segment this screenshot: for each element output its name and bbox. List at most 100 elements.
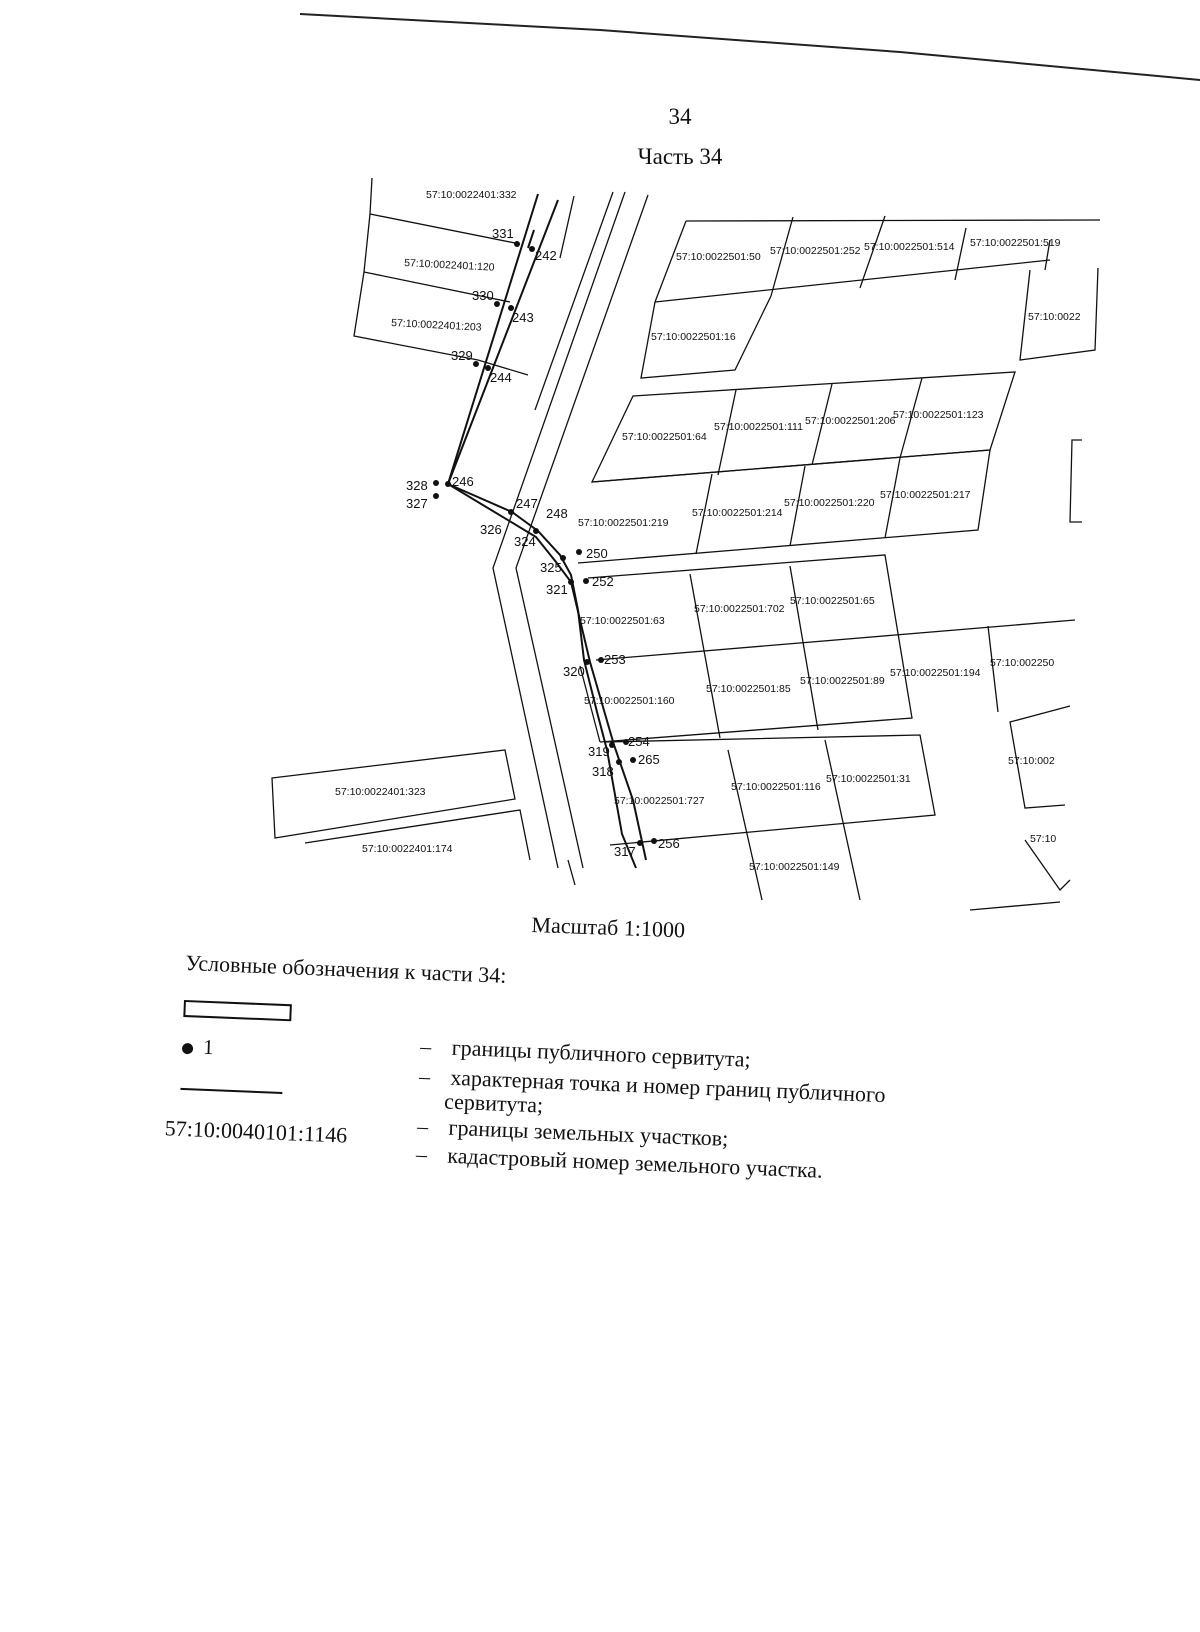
parcel-boundary [587,554,913,743]
parcel-boundary [884,457,901,539]
cadastral-label: 57:10:0022501:252 [770,245,861,257]
cadastral-number-labels: 57:10:0022401:332 57:10:0022401:120 57:1… [335,189,1081,873]
point-number-labels: 331 242 330 243 329 244 328 327 246 326 … [406,226,680,859]
cadastral-label: 57:10:0022501:217 [880,489,971,501]
cadastral-label: 57:10 [1030,833,1056,845]
parcel-boundary [595,619,1076,661]
parcel-boundary [899,377,923,459]
cadastral-label: 57:10:0022401:174 [362,843,453,855]
parcel-boundary [577,449,991,564]
boundary-point-marker [485,365,491,371]
parcel-boundary [271,749,516,839]
point-label: 318 [592,764,614,779]
parcel-boundary [1019,267,1099,361]
parcel-boundary [770,216,794,297]
parcel-boundaries [271,177,1101,911]
point-label: 320 [563,664,585,679]
boundary-point-marker [508,509,514,515]
point-label: 244 [490,370,512,385]
point-label: 246 [452,474,474,489]
cadastral-label: 57:10:002 [1008,755,1055,767]
road-edge [567,859,576,886]
boundary-point-marker [445,481,451,487]
parcel-boundary [640,295,772,379]
cadastral-label: 57:10:0022501:727 [614,795,705,807]
cadastral-label: 57:10:0022501:214 [692,507,783,519]
boundary-point-marker [637,840,643,846]
cadastral-label: 57:10:0022501:149 [749,861,840,873]
cadastral-label: 57:10:0022501:519 [970,237,1061,249]
cadastral-label: 57:10:0022501:514 [864,241,955,253]
cadastral-label: 57:10:0022401:323 [335,786,426,798]
cadastral-label: 57:10:0022401:203 [391,317,482,334]
cadastral-label: 57:10:0022501:63 [580,615,665,627]
point-label: 329 [451,348,473,363]
parcel-boundary [685,219,1101,222]
legend-item-continuation: сервитута; [444,1088,544,1118]
legend-dash: – [418,1063,431,1089]
parcel-boundary [824,739,861,901]
parcel-boundary [987,625,999,713]
point-label: 243 [512,310,534,325]
cadastral-label: 57:10:0022501:111 [714,421,803,433]
point-label: 317 [614,844,636,859]
point-label: 250 [586,546,608,561]
cadastral-label: 57:10:0022501:123 [893,409,984,421]
cadastral-label: 57:10:0022501:31 [826,773,911,785]
servitude-boundary-line [527,229,535,249]
parcel-boundary-symbol [180,1087,283,1094]
boundary-point-marker [508,305,514,311]
parcel-boundary [789,565,819,731]
cadastral-label: 57:10:0022401:332 [426,189,517,201]
parcel-boundary [717,389,737,476]
parcel-boundary [789,465,806,547]
boundary-point-marker [529,246,535,252]
parcel-boundary [603,734,936,846]
boundary-point-marker [533,528,539,534]
servitude-boundary-symbol [183,999,292,1022]
cadastral-label: 57:10:0022501:206 [805,415,896,427]
parcel-boundary [1044,239,1051,271]
cadastral-label: 57:10:0022501:160 [584,695,675,707]
boundary-point-marker [560,555,566,561]
point-label: 326 [480,522,502,537]
parcel-boundary [654,220,687,303]
parcel-boundary [654,259,1051,303]
cadastral-label: 57:10:0022401:120 [404,257,495,274]
parcel-boundary [1024,839,1071,892]
boundary-point-marker [651,838,657,844]
point-symbol: 1 [181,1034,215,1060]
parcel-boundary [969,901,1061,911]
cadastral-map: 57:10:0022401:332 57:10:0022401:120 57:1… [271,177,1101,911]
cadastral-label: 57:10:0022501:89 [800,675,885,687]
point-label: 324 [514,534,536,549]
road-edge [534,191,614,411]
point-label: 330 [472,288,494,303]
boundary-point-marker [514,241,520,247]
part-title: Часть 34 [637,144,723,169]
point-label: 248 [546,506,568,521]
cadastral-label: 57:10:0022 [1028,311,1081,323]
road-edge [515,194,649,869]
boundary-point-marker [433,493,439,499]
cadastral-label: 57:10:0022501:65 [790,595,875,607]
legend: Условные обозначения к части 34: 1 57:10… [164,950,1006,1243]
point-label: 256 [658,836,680,851]
legend-title: Условные обозначения к части 34: [184,950,507,988]
parcel-boundary [353,271,529,376]
parcel-boundary [579,665,601,743]
cadastral-label: 57:10:0022501:194 [890,667,981,679]
point-symbol-number: 1 [202,1034,215,1060]
boundary-point-marker [568,579,574,585]
boundary-point-marker [473,361,479,367]
scan-edge-line [300,13,1200,81]
cadastral-label: 57:10:0022501:50 [676,251,761,263]
boundary-point-marker [584,659,590,665]
point-dot-icon [181,1042,194,1055]
boundary-point-marker [576,549,582,555]
parcel-boundary [1069,439,1082,523]
parcel-boundary [954,227,967,281]
point-label: 321 [546,582,568,597]
point-label: 327 [406,496,428,511]
scan-edge-stroke [300,13,1200,81]
